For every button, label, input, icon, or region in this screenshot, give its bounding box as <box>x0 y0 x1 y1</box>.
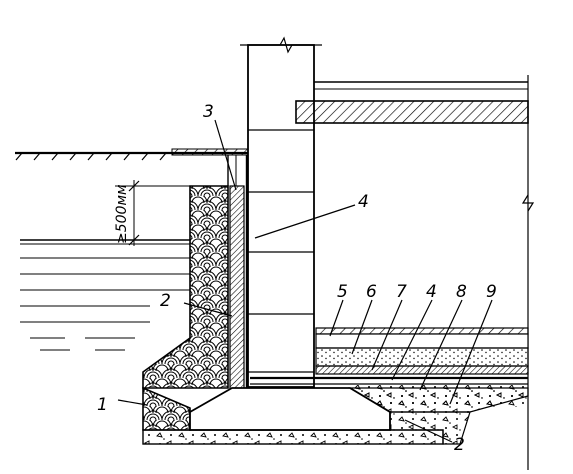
clay-lock <box>142 185 229 431</box>
label-4-wall: 4 <box>358 192 369 212</box>
label-9: 9 <box>486 282 497 302</box>
label-4-floor: 4 <box>426 282 437 302</box>
basement-wall <box>240 36 322 388</box>
label-5: 5 <box>337 282 348 302</box>
floor-slab <box>295 75 535 470</box>
groundwater-level <box>20 239 190 351</box>
label-2-lower: 2 <box>454 435 465 455</box>
leader-lines <box>117 119 493 443</box>
label-2-upper: 2 <box>160 291 171 311</box>
label-8: 8 <box>456 282 467 302</box>
callout-labels: 3 4 2 1 2 5 6 7 4 8 9 <box>97 102 497 455</box>
label-3: 3 <box>203 102 214 122</box>
label-1: 1 <box>97 395 108 415</box>
dimension-text: ≥500мм <box>114 184 130 244</box>
label-7: 7 <box>396 282 407 302</box>
footing <box>142 387 529 445</box>
ground-surface <box>15 148 249 161</box>
waterproofing-layer <box>227 155 249 391</box>
dimension-500mm: ≥500мм <box>114 180 190 246</box>
label-6: 6 <box>366 282 377 302</box>
